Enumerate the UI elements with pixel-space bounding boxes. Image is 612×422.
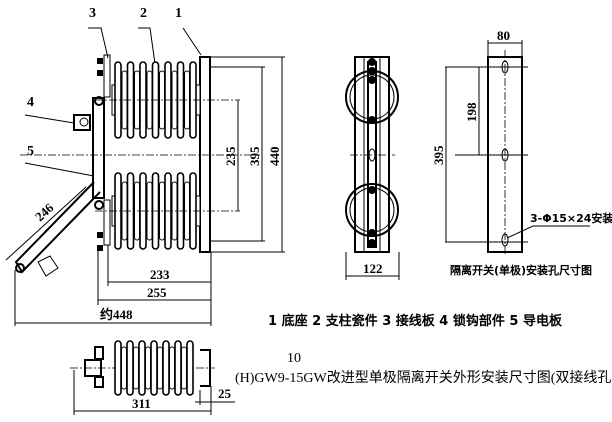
dim-25: 25 (218, 386, 232, 401)
insulator-shed (174, 340, 182, 396)
lock-hook-ring (79, 117, 89, 127)
front-view: 3 2 1 4 5 246 (5, 6, 285, 326)
arm-end-pivot (15, 263, 25, 273)
leader-4 (24, 114, 75, 124)
bolt-icon (368, 58, 376, 66)
insulator-shed (145, 346, 151, 390)
top-bolt-lower (94, 376, 104, 388)
insulator-shed (126, 340, 134, 396)
side-bolts (368, 58, 376, 247)
leader-1 (182, 27, 202, 56)
dim-233: 233 (150, 267, 170, 282)
insulator-shed (181, 346, 187, 390)
insulator-shed (169, 346, 175, 390)
dim-line-246 (5, 186, 87, 261)
dim-246: 246 (32, 200, 57, 225)
pivot-bottom (94, 200, 104, 210)
dim-395: 395 (247, 146, 262, 166)
hole-note-leader (506, 225, 590, 239)
leader-5 (24, 162, 95, 177)
top-view: 311 25 (70, 340, 235, 415)
insulator-shed (157, 346, 163, 390)
insulator-shed (186, 340, 194, 396)
drawing-title: (H)GW9-15GW改进型单极隔离开关外形安装尺寸图(双接线孔) (235, 369, 612, 386)
bolt-icon (368, 67, 376, 75)
callout-5: 5 (27, 144, 34, 159)
dim-80: 80 (497, 28, 510, 43)
hole-note: 3-Φ15×24安装孔 (530, 211, 612, 225)
terminal-plate-bottom (103, 199, 111, 246)
top-base (200, 349, 211, 387)
insulator-shed (150, 340, 158, 396)
top-bolt-upper (94, 346, 104, 360)
title-superscript: 10 (287, 351, 301, 366)
terminal-plate-top (103, 54, 111, 98)
dim-395-mount: 395 (431, 145, 446, 165)
operating-arm (14, 181, 101, 274)
base-plate (199, 56, 211, 253)
insulator-shed (133, 346, 139, 390)
bolt-icon (368, 239, 376, 247)
mount-view: 80 198 395 3-Φ15×24安装孔 隔离开关(单极)安装孔尺寸图 (431, 28, 612, 277)
bolt-icon (97, 58, 103, 64)
bolt-icon (368, 116, 376, 124)
mount-hole-bottom (501, 233, 509, 247)
arm-bracket (37, 255, 59, 277)
insulator-shed (114, 340, 122, 396)
leader-3 (88, 27, 109, 59)
center-hole (368, 148, 376, 162)
pivot-top (94, 96, 104, 106)
insulator-shed (121, 346, 127, 390)
callout-1: 1 (175, 6, 182, 21)
callout-4: 4 (27, 95, 34, 110)
bolt-icon (368, 186, 376, 194)
bolt-icon (97, 245, 103, 251)
insulator-disc-ring (349, 187, 395, 233)
callout-3: 3 (89, 6, 96, 21)
dim-235: 235 (223, 146, 238, 166)
mount-caption: 隔离开关(单极)安装孔尺寸图 (450, 263, 592, 277)
bolt-icon (97, 70, 103, 76)
lock-hook (73, 114, 91, 131)
bolt-icon (368, 229, 376, 237)
side-view: 122 (345, 56, 400, 280)
bolt-icon (368, 76, 376, 84)
insulator-shed (162, 340, 170, 396)
conductive-blade (92, 97, 105, 199)
callout-2: 2 (140, 6, 147, 21)
top-terminal (84, 359, 102, 377)
dim-448: 约448 (100, 307, 133, 322)
bolt-icon (97, 232, 103, 238)
dim-122: 122 (363, 261, 383, 276)
insulator-top-view (114, 340, 194, 396)
dim-311: 311 (132, 396, 151, 411)
insulator-shed (138, 340, 146, 396)
dim-198: 198 (464, 102, 479, 122)
dim-255: 255 (147, 285, 167, 300)
parts-legend: 1 底座 2 支柱瓷件 3 接线板 4 锁钩部件 5 导电板 (268, 313, 563, 329)
side-base (354, 56, 390, 253)
dim-440: 440 (267, 147, 282, 167)
